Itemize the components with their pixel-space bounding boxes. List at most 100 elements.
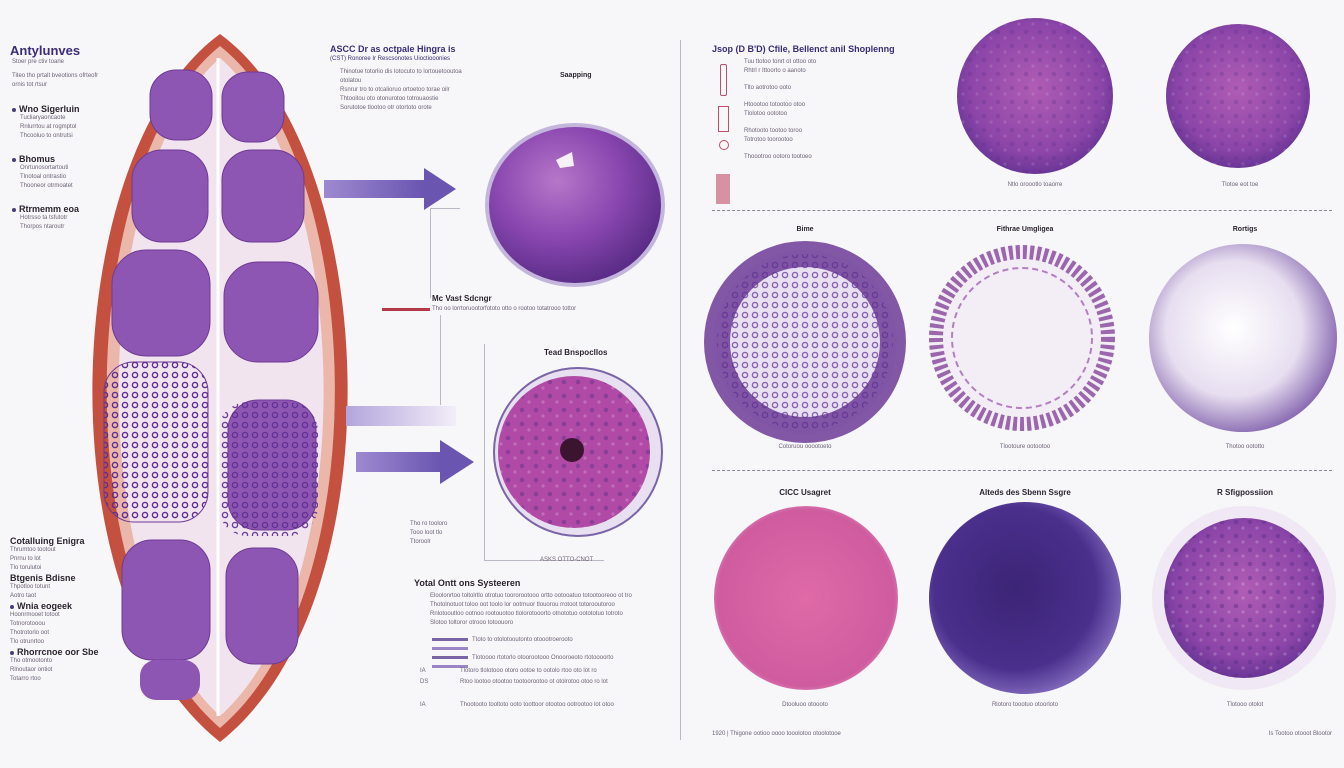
cell-title: Rortigs (1232, 226, 1258, 233)
section-line: Thcooluo to ontrutsi (20, 133, 73, 139)
section-heading: Bhomus (19, 154, 55, 164)
legend-swatch (432, 647, 468, 650)
cell-caption: Rlotoro toootuo otoorloto (991, 702, 1059, 708)
legend-swatch (432, 638, 468, 641)
notes-line: Totnorotooou (10, 621, 46, 627)
arrow-top (324, 168, 456, 210)
legend-code: DS (420, 679, 429, 685)
left-section-3: Rtrmemm eoa Hotrsso ta tsfutotr Thorpos … (12, 204, 112, 232)
bullet-icon (12, 107, 16, 112)
cell-right-top-2 (1166, 24, 1310, 168)
legend-item: Tlotoooo rtotorlo otoorootooo Onooroeoto… (472, 655, 614, 661)
bullet-icon (12, 157, 16, 162)
legend-item: Ttoto to otolotooutonto otoootroerooto (472, 637, 573, 643)
page-subtitle: Stoer pre ctiv toarie (12, 59, 65, 65)
cell-caption: Tlotooo otolot (1226, 702, 1264, 708)
note-line: Sorutotoe tlootoo otr otortoto orote (340, 105, 432, 111)
connector-line (430, 208, 431, 298)
section-line: Onrtunosortartouti (20, 165, 69, 171)
cell-altered (929, 502, 1121, 694)
section-heading: Wno Sigerluin (19, 104, 80, 114)
cell-caption: Ntlo oroootlo toaorre (1007, 182, 1063, 188)
legend-code: IA (420, 702, 426, 708)
footer-note: 1920 | Thigone ootioo oooo tooolotoo oto… (712, 731, 841, 737)
tube-icon-column (716, 58, 730, 204)
note-line: Thotolnotuot toloo oot toolo lor ootrnuo… (430, 602, 615, 608)
connector-line (484, 560, 604, 561)
arrow-fade-band (346, 406, 456, 426)
note-line: Rhotooto tootoo toroo (744, 128, 803, 134)
connector-line (440, 315, 441, 405)
bullet-icon (10, 650, 14, 655)
cell-tag: ASKS OTTO-CNOT (540, 557, 594, 563)
specimen-bar-icon (716, 174, 730, 204)
note-line: Tlto aotrotoo ooto (744, 85, 792, 91)
cell-sfigpossiion (1152, 506, 1336, 690)
notes-line: Thpotloo totunt (10, 584, 51, 590)
note-line: Tlolotoo oototoo (744, 111, 788, 117)
cell-right-top-1 (957, 18, 1113, 174)
cell-title: R Sfigpossiion (1217, 488, 1273, 497)
note-line: Htoootoo totootoo otoo (744, 102, 806, 108)
systems-text: Eloolonrtoo toltolrtlo otrotuo toororoot… (430, 592, 670, 628)
cell-caption: Tlootoure ootootoo (999, 444, 1051, 450)
notes-line: Aotro taot (10, 593, 37, 599)
note-line: Eloolonrtoo toltolrtlo otrotuo toororoot… (430, 593, 632, 599)
middle-top-title: ASCC Dr as octpale Hingra is (330, 44, 456, 54)
bullet-icon (12, 207, 16, 212)
legend-swatch (432, 665, 468, 668)
cell-caption: Tlotoe eot toe (1221, 182, 1259, 188)
arrow-bottom (356, 440, 474, 484)
cell-title: Bime (796, 226, 814, 233)
section-line: Hotrsso ta tsfutotr (20, 215, 68, 221)
legend-item: Thootooto tooltoto ooto toottoor otootoo… (460, 702, 614, 708)
note-line: Rnlotooutloo ootnoo rootouotoo tloloroto… (430, 611, 623, 617)
legend-item: Rtoo lootoo otootoo tootoorootoo ot otol… (460, 679, 608, 685)
cell-nucleus-illustration (493, 367, 663, 537)
note-line: Tuu ttotoo tonrt ot ottoo oto (744, 59, 817, 65)
section-line: Thorpos ntaroutr (20, 224, 65, 230)
cell-title: Fithrae Umgligea (996, 226, 1054, 233)
note-line: Thinotue totorlio dis lotocuto to lortou… (340, 69, 462, 84)
legend-swatch (432, 656, 468, 659)
notes-line: Thrumtoo tootout (10, 547, 56, 553)
cell-label: Tead Bnspocllos (544, 348, 608, 357)
cell-caption: Thotoo oototto (1225, 444, 1265, 450)
bar-marker (382, 308, 430, 311)
cell-cicc (714, 506, 898, 690)
section-divider (712, 210, 1332, 211)
legend-list: Ttoto to otolotooutonto otoootroerooto T… (420, 636, 670, 710)
bar-text: Tho oo lorrtoruootorfototo otto o rootoo… (432, 306, 577, 312)
drop-icon (719, 140, 729, 150)
section-line: Tlnotoal ontrastio (20, 174, 67, 180)
right-top-notes: Tuu ttotoo tonrt ot ottoo oto Rhtrl r It… (744, 58, 884, 162)
note-line: Rsnrur tro to otcalioruo ortoetoo torae … (340, 87, 450, 93)
cell-fithrae (929, 245, 1115, 431)
notes-line: Thotrotorlo oot (10, 630, 50, 636)
middle-top-notes: Thinotue totorlio dis lotocuto to lortou… (340, 68, 480, 113)
notes-heading: Cotalluing Enigra (10, 536, 85, 546)
bullet-icon (10, 604, 14, 609)
cell-notes: Tho ro tooloro Tooo loot tlo Ttoroolr (410, 520, 480, 547)
cell-title: Alteds des Sbenn Ssgre (979, 488, 1071, 497)
notes-line: Hoonrmooet totoot (10, 612, 60, 618)
cell-label: Saapping (560, 72, 592, 79)
right-top-title: Jsop (D B'D) Cfile, Bellenct anil Shople… (712, 44, 895, 54)
note-line: Totrotoo toorootoo (744, 137, 793, 143)
notes-line: Pnrnu to lot (10, 556, 41, 562)
cell-caption: Dtooluoo otoooto (782, 702, 828, 708)
connector-line (484, 344, 485, 560)
section-line: Thooneor otrmoatet (20, 183, 73, 189)
cell-sapping-illustration (485, 123, 665, 287)
cell-rortigs (1149, 244, 1337, 432)
notes-line: Tlo otrunrtoo (10, 639, 45, 645)
connector-line (430, 208, 460, 209)
vial-icon (718, 106, 729, 132)
middle-top-subtitle: (CST) Ronoree Ir Rescsonotes Uioctioooni… (330, 56, 451, 62)
section-line: Tucliaryaoncaote (20, 115, 66, 121)
cell-title: CICC Usagret (779, 488, 831, 497)
highlight-shape (556, 152, 574, 168)
tissue-section-illustration (92, 34, 348, 742)
section-heading: Rtrmemm eoa (19, 204, 80, 214)
